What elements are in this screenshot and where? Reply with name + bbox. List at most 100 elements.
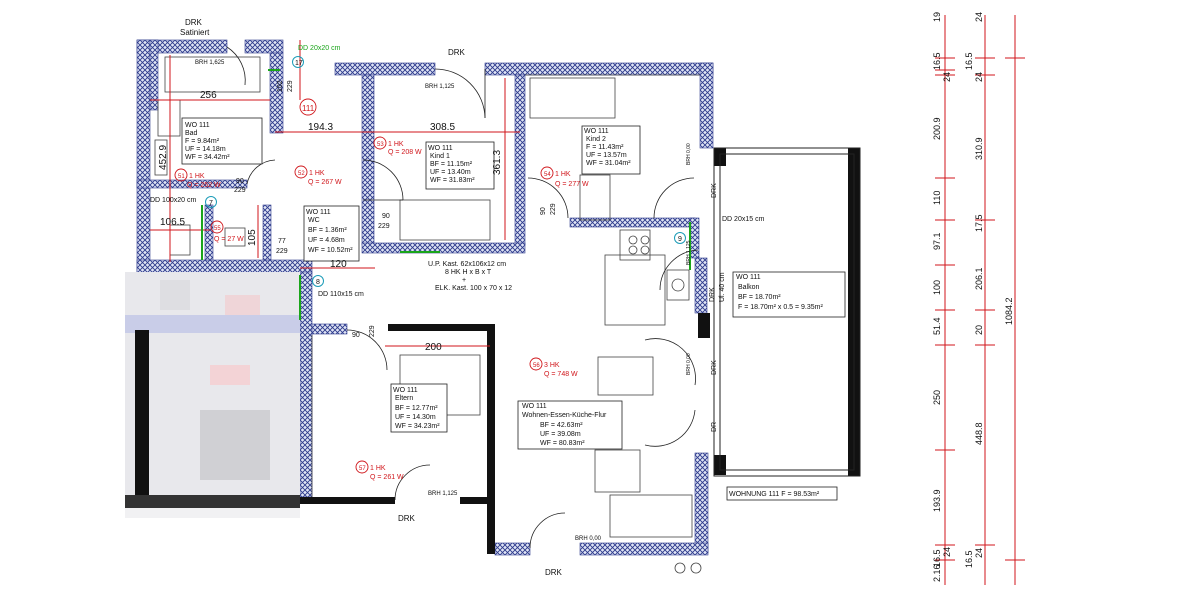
- marker-8: 8: [316, 279, 320, 286]
- dim-90c: 90: [540, 207, 547, 215]
- heater-57-hk: 1 HK: [370, 465, 386, 472]
- heater-56-hk: 3 HK: [544, 362, 560, 369]
- heater-54-hk: 1 HK: [555, 171, 571, 178]
- wc-wf: WF = 10.52m²: [308, 247, 353, 254]
- plan-text: DRK Satiniert DRK BRH 1,625 BRH 1,125 DD…: [150, 12, 1014, 582]
- wc-name: WC: [308, 217, 320, 224]
- label-dr: DR: [711, 422, 718, 432]
- rdim-col2-2: 24: [974, 72, 984, 82]
- right-dimension-columns: [935, 15, 1025, 585]
- note-dd-100x20: DD 100x20 cm: [150, 197, 196, 204]
- kind1-wo: WO 111: [428, 145, 453, 152]
- heater-55-num: 55: [214, 226, 221, 232]
- heater-52-q: Q = 267 W: [308, 179, 342, 186]
- dim-106-5: 106.5: [160, 217, 185, 228]
- eltern-wo: WO 111: [393, 387, 418, 394]
- dim-200: 200: [425, 342, 442, 353]
- bad-uf: UF = 14.18m: [185, 146, 226, 153]
- label-drk-bottom2: DRK: [545, 568, 563, 577]
- rdim-col2-0: 24: [974, 12, 984, 22]
- bad-f: F = 9.84m²: [185, 138, 220, 145]
- kind2-uf: UF = 13.57m: [586, 152, 627, 159]
- heater-56-num: 56: [533, 363, 540, 369]
- heater-51-q: Q = 252 W: [187, 182, 221, 189]
- balkon-wo: WO 111: [736, 274, 761, 281]
- kind2-name: Kind 2: [586, 136, 606, 143]
- rdim-col2-6: 20: [974, 325, 984, 335]
- fixtures: [154, 56, 702, 574]
- label-drk-kind2: DRK: [711, 183, 718, 198]
- label-drk-top: DRK: [448, 48, 466, 57]
- dim-77: 77: [278, 238, 286, 245]
- heater-111-num: 111: [302, 104, 315, 113]
- dim-229b: 229: [234, 187, 246, 194]
- label-brh-1125-k: BRH 1,125: [686, 240, 692, 265]
- rdim-col1-9: 193.9: [932, 489, 942, 512]
- room-box-balkon: [732, 271, 846, 318]
- rdim-col2-3: 310.9: [974, 137, 984, 160]
- rdim-col2-7: 448.8: [974, 422, 984, 445]
- eltern-bf: BF = 12.77m²: [395, 405, 438, 412]
- kind1-wf: WF = 31.83m²: [430, 177, 475, 184]
- heater-markers: [174, 98, 554, 474]
- wohnen-uf: UF = 39.08m: [540, 431, 581, 438]
- walls: [136, 39, 714, 556]
- rdim-col1-0: 19: [932, 12, 942, 22]
- marker-9: 9: [678, 236, 682, 243]
- room-box-wc: [303, 205, 360, 262]
- label-brh-1125-top: BRH 1,125: [425, 84, 455, 90]
- note-up-kast: U.P. Kast. 62x106x12 cm: [428, 261, 506, 268]
- balkon-bf: BF = 18.70m²: [738, 294, 781, 301]
- label-drk-ul: DRK: [709, 287, 716, 302]
- wohnen-bf: BF = 42.63m²: [540, 422, 583, 429]
- heater-54-num: 54: [544, 172, 551, 178]
- wohnen-name: Wohnen-Essen-Küche-Flur: [522, 412, 607, 419]
- dim-102: 102: [277, 80, 284, 92]
- dim-229d: 229: [550, 203, 557, 215]
- marker-17: 17: [295, 60, 303, 67]
- rdim-col1-4: 110: [932, 191, 942, 205]
- rdim-col1-2: 24: [942, 72, 952, 82]
- rdim-col2-9: 16.5: [964, 550, 974, 568]
- rdim-col1-7: 51.4: [932, 317, 942, 335]
- room-box-wohnen: [517, 400, 623, 450]
- note-dd-110x15: DD 110x15 cm: [318, 291, 364, 298]
- rdim-col1-11: 16.5: [932, 549, 942, 567]
- green-installations: [201, 69, 691, 320]
- dimension-lines: [150, 40, 520, 347]
- wohnen-wo: WO 111: [522, 403, 547, 410]
- wc-wo: WO 111: [306, 209, 331, 216]
- marker-7: 7: [209, 200, 213, 207]
- rdim-col1-3: 200.9: [932, 117, 942, 140]
- rdim-col2-1: 16.5: [964, 52, 974, 70]
- eltern-wf: WF = 34.23m²: [395, 423, 440, 430]
- kind2-wf: WF = 31.04m²: [586, 160, 631, 167]
- eltern-name: Eltern: [395, 395, 413, 402]
- note-plus: +: [462, 277, 466, 284]
- kind1-bf: BF = 11.15m²: [430, 161, 473, 168]
- rdim-col1-12: 2.16: [932, 564, 942, 582]
- heater-52-hk: 1 HK: [309, 170, 325, 177]
- dim-229a: 229: [287, 80, 294, 92]
- room-box-eltern: [390, 383, 448, 433]
- wc-bf: BF = 1.36m²: [308, 227, 347, 234]
- dim-90a: 90: [236, 178, 244, 185]
- dim-90b: 90: [382, 213, 390, 220]
- balkon-f: F = 18.70m² x 0.5 = 9.35m²: [738, 304, 823, 311]
- note-hk-dims: 8 HK H x B x T: [445, 269, 492, 276]
- heater-55-q: Q = 27 W: [214, 236, 244, 243]
- dim-194-3: 194.3: [308, 122, 333, 133]
- room-box-kind1: [425, 141, 495, 190]
- heater-51-hk: 1 HK: [189, 173, 205, 180]
- heater-54-q: Q = 277 W: [555, 181, 589, 188]
- kind1-name: Kind 1: [430, 153, 450, 160]
- dim-229e: 229: [276, 248, 288, 255]
- dim-229f: 229: [369, 325, 376, 337]
- heater-52-num: 52: [298, 171, 305, 177]
- label-brh-000-kind2: BRH 0,00: [686, 143, 692, 165]
- label-brh-000-bottom: BRH 0,00: [575, 536, 602, 542]
- heater-57-q: Q = 261 W: [370, 474, 404, 481]
- dim-105: 105: [247, 229, 258, 246]
- heater-51-num: 51: [178, 174, 185, 180]
